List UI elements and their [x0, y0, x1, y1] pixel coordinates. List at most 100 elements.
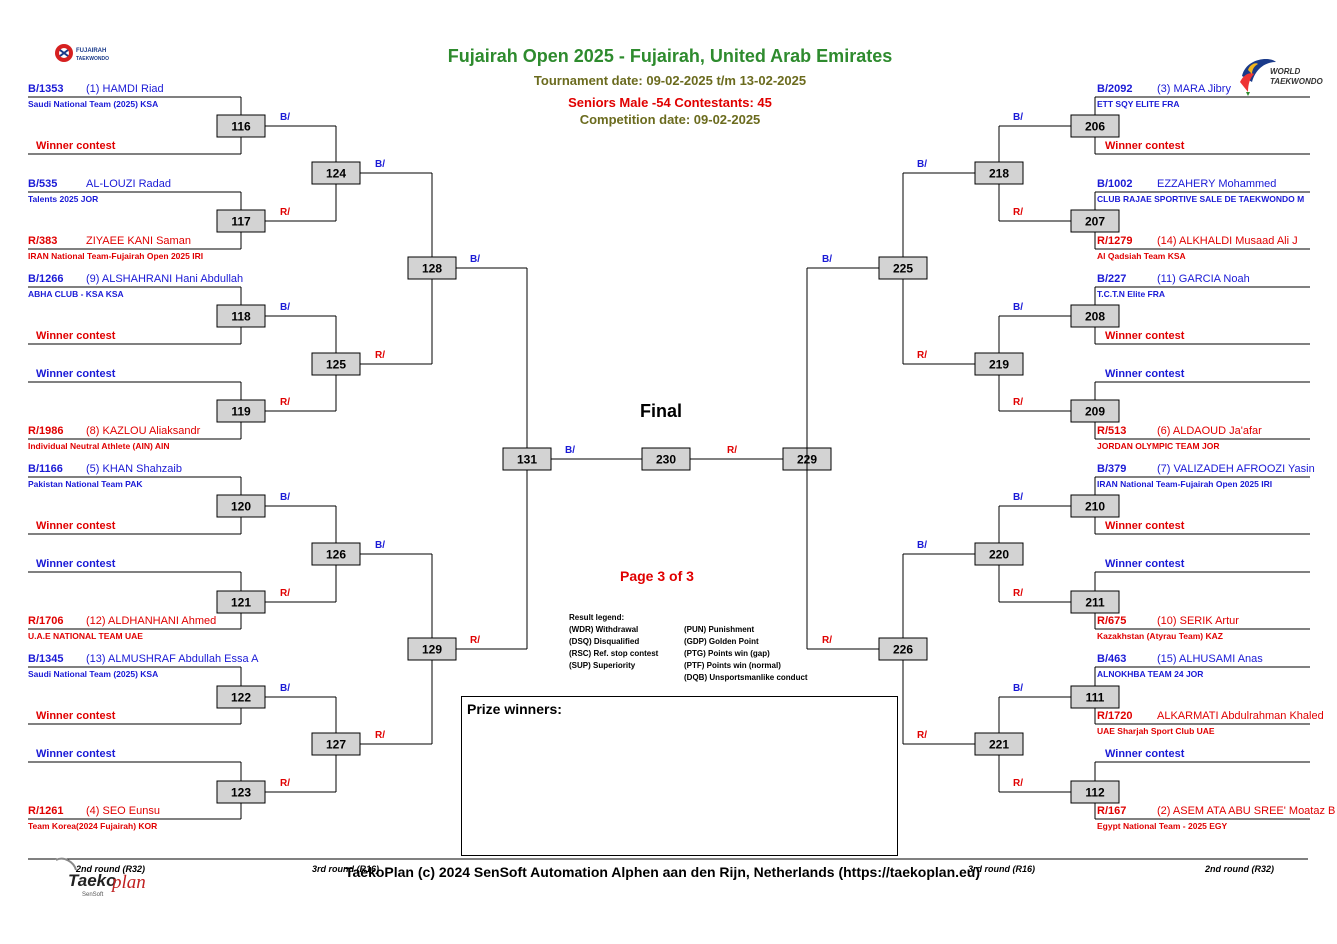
competitor-id: B/1166 [28, 463, 63, 475]
competitor-team: CLUB RAJAE SPORTIVE SALE DE TAEKWONDO M [1097, 194, 1304, 204]
match-left-r1-box [216, 304, 266, 328]
marker-red: R/ [917, 730, 927, 741]
competitor-id: R/383 [28, 235, 57, 247]
competitor-team: Kazakhstan (Atyrau Team) KAZ [1097, 631, 1223, 641]
competitor-name: (4) SEO Eunsu [86, 805, 160, 817]
competitor-name: AL-LOUZI Radad [86, 178, 171, 190]
match-left-r2-box [311, 542, 361, 566]
competitor-name: (1) HAMDI Riad [86, 83, 164, 95]
result-legend-right: (PUN) Punishment (GDP) Golden Point (PTG… [684, 624, 808, 684]
match-right-r1-number: 111 [1086, 691, 1105, 705]
competitor-id: R/1706 [28, 615, 63, 627]
fujairah-logo-text-1: FUJAIRAH [76, 48, 106, 54]
tournament-date: Tournament date: 09-02-2025 t/m 13-02-20… [533, 73, 807, 88]
competitor-team: Egypt National Team - 2025 EGY [1097, 821, 1228, 831]
competitor-id: B/1353 [28, 83, 63, 95]
competitor-id: R/167 [1097, 805, 1126, 817]
match-left-r1-box [216, 399, 266, 423]
match-left-r2-box [311, 352, 361, 376]
match-left-r1-number: 119 [231, 405, 251, 419]
marker-red: R/ [1013, 397, 1023, 408]
taekoplan-logo-sensoft: SenSoft [82, 892, 104, 898]
legend-item: (SUP) Superiority [569, 661, 636, 670]
match-left-r2-number: 125 [326, 358, 346, 372]
competitor-team: Talents 2025 JOR [28, 194, 98, 204]
match-left-r1-number: 121 [231, 596, 251, 610]
final-label: Final [640, 401, 683, 421]
competitor-name: (8) KAZLOU Aliaksandr [86, 425, 201, 437]
marker-red: R/ [280, 397, 290, 408]
round-label-left-r16: 3rd round (R16) [312, 864, 380, 874]
match-right-r1-number: 209 [1085, 405, 1105, 419]
competitor-name: (6) ALDAOUD Ja'afar [1157, 425, 1262, 437]
match-right-r1-box [1070, 780, 1120, 804]
match-left-r3-number: 128 [422, 262, 442, 276]
marker-red: R/ [470, 635, 480, 646]
competitor-id: B/1345 [28, 653, 63, 665]
competitor-name: (14) ALKHALDI Musaad Ali J [1157, 235, 1298, 247]
competitor-team: ABHA CLUB - KSA KSA [28, 289, 124, 299]
marker-red: R/ [280, 778, 290, 789]
match-right-r1-box [1070, 209, 1120, 233]
match-final-number: 230 [656, 453, 676, 467]
round-label-right-r32: 2nd round (R32) [1205, 864, 1274, 874]
match-right-r2-number: 221 [989, 738, 1009, 752]
marker-red: R/ [727, 445, 737, 456]
result-legend-left: Result legend: (WDR) Withdrawal (DSQ) Di… [569, 612, 658, 672]
match-final-box [641, 447, 691, 471]
competitor-name: (9) ALSHAHRANI Hani Abdullah [86, 273, 243, 285]
match-left-r3-box [407, 637, 457, 661]
legend-item: (PUN) Punishment [684, 625, 755, 634]
marker-blue: B/ [565, 445, 575, 456]
marker-blue: B/ [1013, 112, 1023, 123]
marker-red: R/ [917, 350, 927, 361]
prize-winners-box: Prize winners: [461, 696, 898, 856]
match-left-r2-number: 127 [326, 738, 346, 752]
winner-contest-label: Winner contest [1105, 368, 1185, 380]
marker-blue: B/ [280, 302, 290, 313]
match-left-r1-number: 116 [231, 120, 251, 134]
competitor-name: (12) ALDHANHANI Ahmed [86, 615, 216, 627]
marker-blue: B/ [822, 254, 832, 265]
taekoplan-logo-word: Taeko [68, 871, 117, 890]
match-left-r1-number: 122 [231, 691, 251, 705]
match-right-r1-box [1070, 685, 1120, 709]
match-left-r2-box [311, 732, 361, 756]
marker-red: R/ [375, 730, 385, 741]
match-semifinal-left-number: 131 [517, 453, 537, 467]
marker-red: R/ [822, 635, 832, 646]
match-left-r3-number: 129 [422, 643, 442, 657]
competitor-name: (11) GARCIA Noah [1157, 273, 1250, 285]
competitor-id: B/535 [28, 178, 57, 190]
match-right-r1-box [1070, 399, 1120, 423]
competitor-team: U.A.E NATIONAL TEAM UAE [28, 631, 143, 641]
marker-red: R/ [280, 588, 290, 599]
legend-title: Result legend: [569, 613, 625, 622]
competitor-id: R/1720 [1097, 710, 1132, 722]
marker-red: R/ [280, 207, 290, 218]
match-left-r1-number: 118 [231, 310, 251, 324]
match-right-r3-box [878, 256, 928, 280]
competitor-id: R/1261 [28, 805, 63, 817]
match-right-r2-number: 220 [989, 548, 1009, 562]
competitor-id: R/513 [1097, 425, 1126, 437]
match-left-r2-box [311, 161, 361, 185]
world-logo-text-1: WORLD [1270, 67, 1300, 76]
match-left-r2-number: 126 [326, 548, 346, 562]
match-right-r3-number: 225 [893, 262, 913, 276]
competitor-id: R/1986 [28, 425, 63, 437]
legend-item: (WDR) Withdrawal [569, 625, 639, 634]
match-right-r1-number: 206 [1085, 120, 1105, 134]
footer-copyright: TaekoPlan (c) 2024 SenSoft Automation Al… [345, 864, 981, 880]
competitor-team: T.C.T.N Elite FRA [1097, 289, 1165, 299]
category-line: Seniors Male -54 Contestants: 45 [568, 95, 772, 110]
fujairah-logo-text-2: TAEKWONDO [76, 56, 109, 62]
marker-blue: B/ [280, 492, 290, 503]
competitor-name: (3) MARA Jibry [1157, 83, 1231, 95]
legend-item: (PTF) Points win (normal) [684, 661, 781, 670]
competitor-name: (15) ALHUSAMI Anas [1157, 653, 1263, 665]
winner-contest-label: Winner contest [1105, 558, 1185, 570]
winner-contest-label: Winner contest [36, 520, 116, 532]
competitor-id: B/2092 [1097, 83, 1132, 95]
legend-item: (DSQ) Disqualified [569, 637, 640, 646]
